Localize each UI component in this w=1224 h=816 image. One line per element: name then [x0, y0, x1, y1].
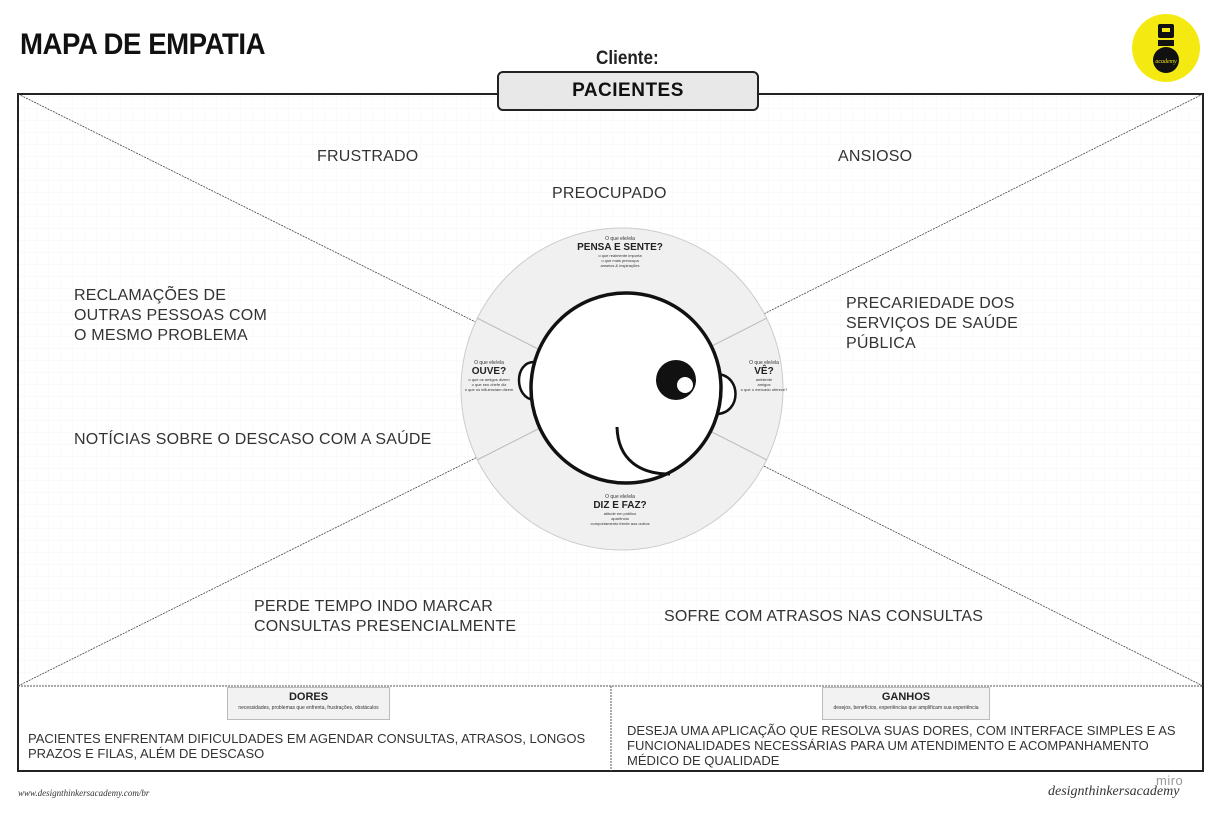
note-reclamacoes: RECLAMAÇÕES DE OUTRAS PESSOAS COM O MESM… [74, 287, 267, 344]
logo-text: academy [1155, 59, 1177, 65]
note-frustrado: FRUSTRADO [317, 148, 419, 165]
circle-label-ve: O que ele/ela VÊ? ambiente amigos o que … [736, 360, 792, 392]
ve-title: VÊ? [754, 366, 774, 377]
logo-icon: academy [1153, 24, 1179, 73]
client-name-box: PACIENTES [497, 71, 759, 111]
pensa-title: PENSA E SENTE? [577, 242, 663, 253]
ganhos-subtitle: desejos, benefícios, experiências que am… [833, 705, 979, 711]
note-perde-tempo: PERDE TEMPO INDO MARCAR CONSULTAS PRESEN… [254, 598, 517, 635]
note-precariedade: PRECARIEDADE DOS SERVIÇOS DE SAÚDE PÚBLI… [846, 295, 1019, 352]
pensa-desc: o que realmente importa o que mais preoc… [598, 253, 642, 268]
circle-label-diz: O que ele/ela DIZ E FAZ? atitude em públ… [570, 494, 670, 526]
circle-sep-bl [476, 427, 541, 461]
ganhos-text: DESEJA UMA APLICAÇÃO QUE RESOLVA SUAS DO… [627, 723, 1176, 768]
note-ansioso: ANSIOSO [838, 148, 913, 165]
ganhos-tag: GANHOS desejos, benefícios, experiências… [822, 687, 990, 720]
note-noticias: NOTÍCIAS SOBRE O DESCASO COM A SAÚDE [74, 431, 432, 448]
ve-pre: O que ele/ela [749, 360, 779, 366]
ouve-pre: O que ele/ela [474, 360, 504, 366]
circle-label-pensa: O que ele/ela PENSA E SENTE? o que realm… [560, 236, 680, 268]
note-atrasos: SOFRE COM ATRASOS NAS CONSULTAS [664, 608, 984, 625]
diz-title: DIZ E FAZ? [593, 500, 647, 511]
ve-desc: ambiente amigos o que o mercado oferece? [740, 377, 788, 392]
academy-logo: academy [1132, 14, 1200, 82]
dores-title: DORES [288, 691, 329, 703]
head-illustration [517, 291, 737, 485]
circle-sep-tl [476, 317, 541, 351]
diz-desc: atitude em público aparência comportamen… [590, 511, 650, 526]
ouve-title: OUVE? [471, 366, 507, 377]
note-preocupado: PREOCUPADO [552, 185, 667, 202]
ouve-desc: o que os amigos dizem o que seu chefe di… [464, 377, 514, 392]
circle-label-ouve: O que ele/ela OUVE? o que os amigos dize… [458, 360, 520, 392]
pensa-pre: O que ele/ela [605, 236, 635, 242]
circle-sep-br [703, 427, 768, 461]
dores-tag: DORES necessidades, problemas que enfren… [227, 687, 390, 720]
dores-subtitle: necessidades, problemas que enfrenta, fr… [238, 705, 379, 711]
footer-url[interactable]: www.designthinkersacademy.com/br [18, 788, 150, 798]
circle-sep-tr [703, 317, 768, 351]
client-label: Cliente: [596, 48, 659, 69]
page-title: MAPA DE EMPATIA [20, 28, 266, 61]
diz-pre: O que ele/ela [605, 494, 635, 500]
dores-text: PACIENTES ENFRENTAM DIFICULDADES EM AGEN… [28, 731, 586, 761]
footer-brand: designthinkersacademy [1048, 784, 1180, 799]
ganhos-title: GANHOS [881, 691, 931, 703]
miro-watermark: miro [1156, 773, 1184, 788]
